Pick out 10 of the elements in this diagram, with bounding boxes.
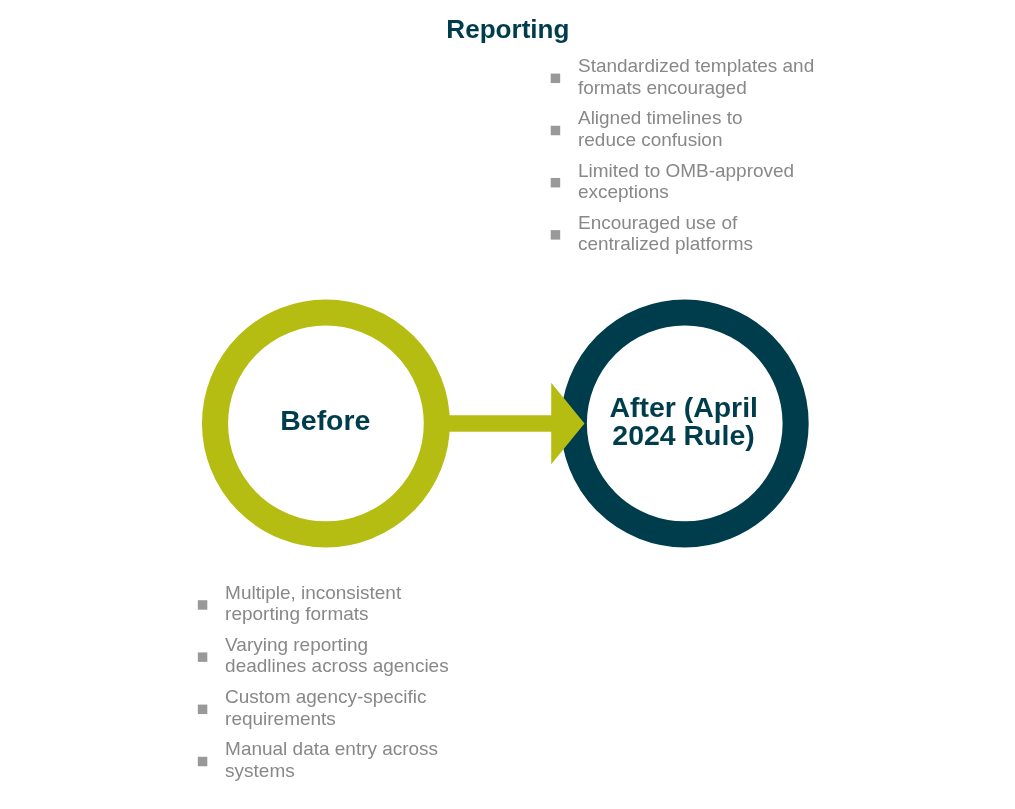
node-label: Encouraged use of centralized platforms: [577, 211, 753, 255]
node-label: Standardized templates and formats encouraged: [577, 55, 814, 98]
node-label: Multiple, inconsistent reporting formats: [224, 581, 401, 625]
diagram-title: Reporting: [445, 13, 569, 44]
node-circle: Before: [201, 299, 450, 548]
node-label: Varying reporting deadlines across agencies: [224, 633, 449, 677]
node-label: Limited to OMB-approved exceptions: [577, 159, 794, 202]
node-label: Manual data entry across systems: [224, 738, 438, 781]
node-label: Custom agency-specific requirements: [224, 686, 426, 729]
node-label: Aligned timelines to reduce confusion: [577, 107, 742, 150]
